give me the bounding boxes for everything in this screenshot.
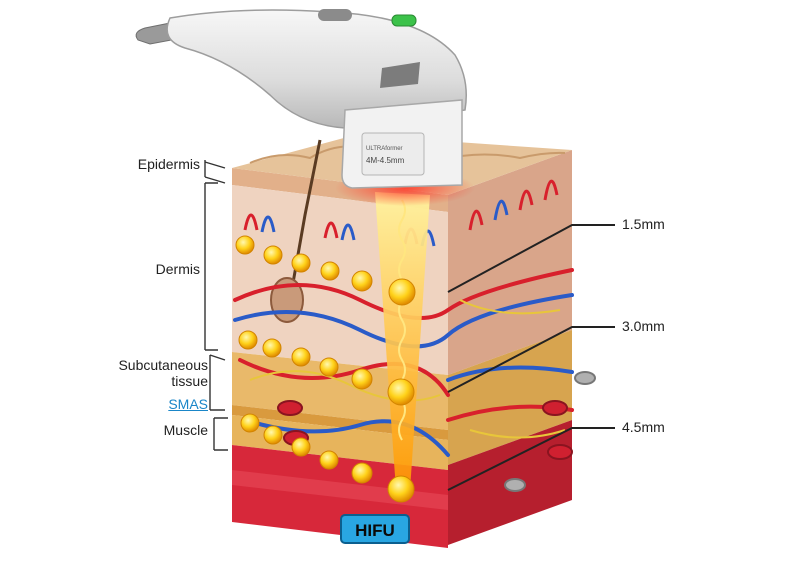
- depth-label-3-0mm: 3.0mm: [622, 318, 665, 334]
- depth-label-4-5mm: 4.5mm: [622, 419, 665, 435]
- focal-points: [235, 235, 416, 503]
- label-epidermis: Epidermis: [137, 156, 200, 172]
- hifu-badge: HIFU: [340, 514, 410, 544]
- label-subcutaneous-line2: tissue: [171, 373, 208, 389]
- depth-pointers: [447, 224, 615, 491]
- hair-shaft: [288, 139, 322, 301]
- device-button-green: [391, 14, 417, 27]
- depth-label-1-5mm: 1.5mm: [622, 216, 665, 232]
- hifu-handpiece: [135, 9, 475, 206]
- layer-brackets: [204, 160, 228, 451]
- label-muscle: Muscle: [163, 422, 208, 438]
- label-subcutaneous-line1: Subcutaneous: [118, 357, 208, 373]
- label-dermis: Dermis: [155, 261, 200, 277]
- cartridge-spec-text: 4M-4.5mm: [366, 156, 405, 165]
- vessel-cross-sections: [277, 371, 596, 492]
- device-button-grey: [318, 9, 352, 21]
- device-side-button: [380, 62, 420, 88]
- device-body: [166, 9, 467, 129]
- label-smas: SMAS: [168, 396, 208, 412]
- cartridge-brand-text: ULTRAformer: [366, 146, 403, 152]
- cartridge-window: [361, 132, 425, 176]
